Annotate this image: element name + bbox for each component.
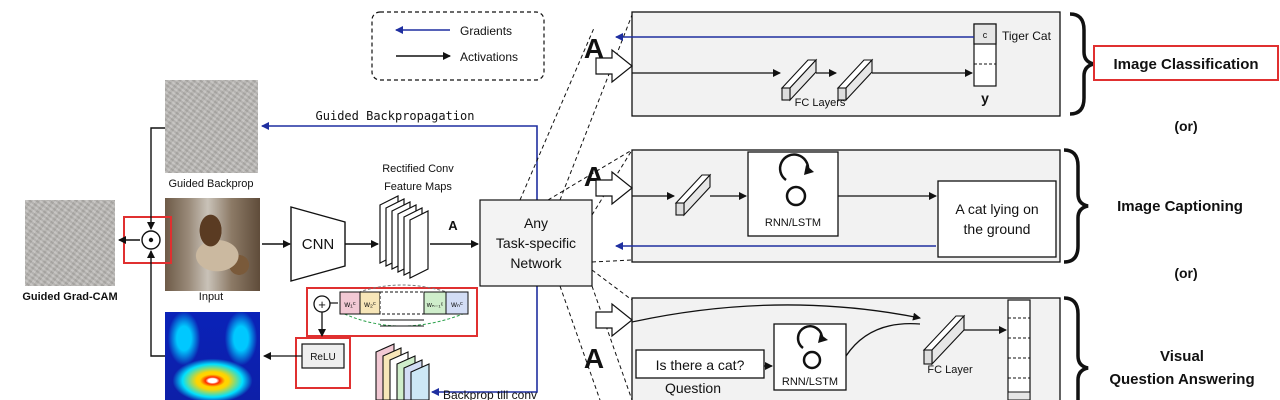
vqa-rnn-loop-icon [796,325,824,350]
vqa-rnn-label: RNN/LSTM [782,376,838,388]
question-text: Is there a cat? [656,357,745,373]
question-input-box [635,349,765,379]
backprop-till-conv-label: Backprop till conv [443,388,537,400]
class-y-label: y [981,90,989,106]
panel3-input-arrow [595,302,633,338]
or-label-2: (or) [1174,265,1197,281]
weight-label-2: w₂ᶜ [363,300,376,309]
legend: Gradients Activations [371,11,545,81]
sum-symbol: + [318,297,326,312]
gradcam-heatmap-image [165,312,260,400]
tiger-cat-label: Tiger Cat [1002,29,1052,43]
caption-box [937,180,1057,258]
weight-box-ellipsis [379,291,425,315]
question-label: Question [665,380,721,396]
brace-classification [1069,12,1095,116]
panel-classification: A FC Layers c Tiger Cat y [584,11,1061,117]
panel3-A: A [584,343,604,374]
activation-A-label: A [448,218,458,233]
legend-gradients-label: Gradients [460,24,512,38]
guided-gradcam-image [25,200,115,286]
legend-activations-label: Activations [460,50,518,64]
captioning-rnn-block [747,151,839,237]
brace-captioning [1063,148,1089,264]
cnn-block [290,206,346,282]
caption-line1: A cat lying on [955,201,1038,217]
weight-label-n-1: wₙ₋₁ᶜ [426,302,444,309]
gradient-maps-stack [375,343,430,400]
guided-backprop-label: Guided Backprop [169,178,254,190]
task-network-line3: Network [510,255,562,271]
cnn-label: CNN [302,236,335,253]
task-network-line2: Task-specific [496,235,576,251]
class-c-label: c [983,30,988,40]
task-image-captioning: Image Captioning [1117,198,1243,215]
task-vqa-line2: Question Answering [1109,371,1254,388]
panel-captioning: A RNN/LSTM A cat lying on the ground [584,149,1061,263]
rectified-conv-label-1: Rectified Conv [382,163,454,175]
task-vqa-line1: Visual [1160,348,1204,365]
feature-maps-stack [379,195,429,279]
panel1-input-arrow [595,48,633,84]
task-network-line1: Any [524,215,548,231]
guided-gradcam-label: Guided Grad-CAM [22,291,117,303]
relu-label: ReLU [310,352,336,363]
guided-backprop-image [165,80,258,173]
relu-highlight [295,337,351,389]
vqa-fc-layer-label: FC Layer [927,364,973,376]
rectified-conv-label-2: Feature Maps [384,181,452,193]
weight-label-1: w₁ᶜ [343,300,355,309]
guided-backpropagation-label: Guided Backpropagation [316,109,475,123]
classification-highlight [1093,45,1279,81]
task-network-block [479,199,593,287]
class-c-cell [973,23,997,45]
task-image-classification: Image Classification [1113,56,1258,73]
guided-backprop-arrow [261,122,538,205]
or-label-1: (or) [1174,118,1197,134]
vqa-output-vector [1007,299,1031,400]
input-label: Input [199,291,223,303]
fc-layers-label: FC Layers [795,97,846,109]
weight-label-n: wₙᶜ [450,300,463,309]
panel-vqa: A Is there a cat? Question RNN/LSTM FC L… [584,297,1061,400]
input-image [165,198,260,291]
caption-line2: the ground [964,221,1031,237]
vqa-rnn-block [773,323,847,391]
panel2-input-arrow [595,170,633,206]
panel1-A: A [584,33,604,64]
relu-block [301,343,345,369]
backprop-till-conv-arrow [431,262,538,396]
captioning-rnn-label: RNN/LSTM [765,217,821,229]
brace-vqa [1063,296,1089,400]
weight-box-n [445,291,469,315]
rnn-loop-icon [778,153,810,182]
weights-highlight [306,287,478,337]
